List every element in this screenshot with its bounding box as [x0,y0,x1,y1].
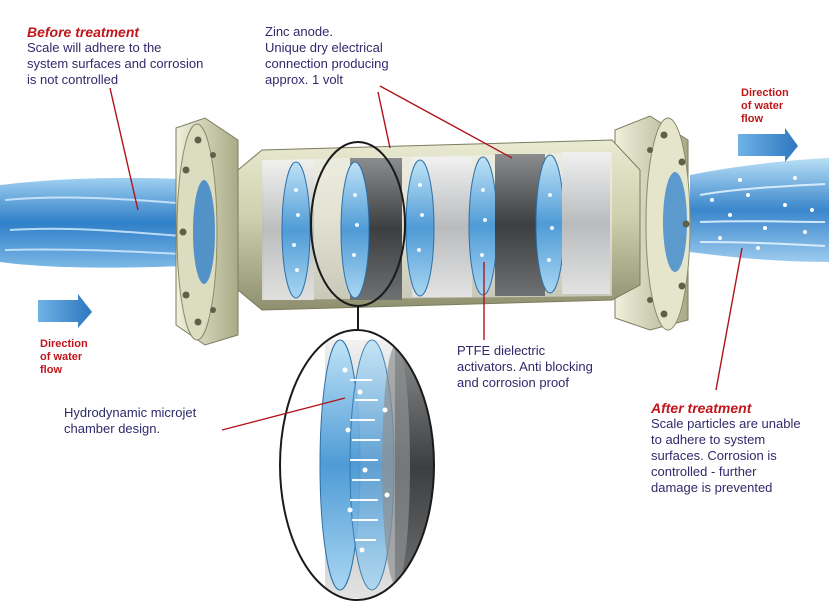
after-line: Scale particles are unable [651,416,801,431]
leader-before [109,87,139,211]
flow-arrow-right-icon [738,128,798,162]
zinc-line: Zinc anode. [265,24,333,39]
ptfe-activators-label: PTFE dielectric activators. Anti blockin… [457,343,632,391]
leader-lines [109,85,743,431]
zinc-anode-label: Zinc anode. Unique dry electrical connec… [265,24,435,88]
after-line: to adhere to system [651,432,766,447]
leader-zinc-1 [377,91,391,149]
direction-line: Direction [741,87,789,99]
direction-of-flow-left-label: Direction of water flow [40,338,88,377]
ptfe-line: PTFE dielectric [457,343,546,358]
direction-line: flow [40,364,62,376]
microjet-disc-5 [535,154,565,294]
microjet-line: Hydrodynamic microjet [64,405,197,420]
zinc-line: Unique dry electrical [265,40,383,55]
direction-line: Direction [40,338,88,350]
outflow-water [690,158,829,262]
after-treatment-label: After treatment Scale particles are unab… [651,400,826,496]
microjet-disc-2 [340,161,370,299]
after-treatment-heading: After treatment [651,400,752,416]
zinc-line: connection producing [265,56,389,71]
ptfe-line: activators. Anti blocking [457,359,593,374]
leader-microjet [221,397,346,431]
microjet-chamber-label: Hydrodynamic microjet chamber design. [64,405,224,437]
microjet-disc-4 [468,156,498,296]
internal-chambers [262,152,610,300]
left-flange [175,117,239,346]
after-line: surfaces. Corrosion is [651,448,777,463]
zoom-detail [279,329,435,601]
microjet-disc-1 [281,161,311,299]
flow-arrow-left-icon [38,294,92,328]
ptfe-section-3 [562,152,610,294]
before-line: system surfaces and corrosion [27,56,204,71]
after-line: damage is prevented [651,480,773,495]
direction-line: of water [741,100,784,112]
leader-zinc-2 [379,85,513,159]
zinc-line: approx. 1 volt [265,72,344,87]
after-line: controlled - further [651,464,757,479]
microjet-disc-3 [405,159,435,297]
before-line: Scale will adhere to the [27,40,162,55]
direction-line: of water [40,351,83,363]
before-line: is not controlled [27,72,119,87]
before-treatment-label: Before treatment Scale will adhere to th… [27,24,242,88]
ptfe-line: and corrosion proof [457,375,570,390]
leader-after [715,247,743,391]
direction-of-flow-right-label: Direction of water flow [741,87,789,126]
direction-line: flow [741,113,763,125]
before-treatment-heading: Before treatment [27,24,140,40]
microjet-line: chamber design. [64,421,161,436]
